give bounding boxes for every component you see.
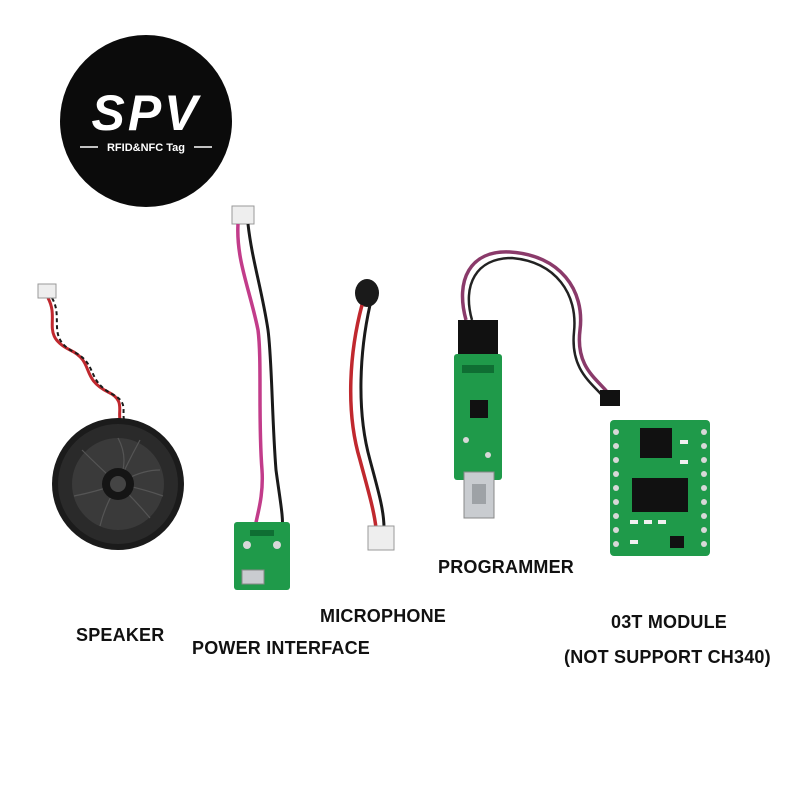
module-label-line1: 03T MODULE <box>611 612 728 632</box>
speaker-image <box>37 283 184 550</box>
03t-module-image <box>610 420 710 556</box>
microphone-label: MICROPHONE <box>320 606 447 626</box>
programmer-label: PROGRAMMER <box>438 557 574 577</box>
power-interface-label: POWER INTERFACE <box>192 638 371 658</box>
programmer-image <box>454 250 620 519</box>
logo-brand-text: SPV <box>91 85 201 141</box>
module-label-line2: (NOT SUPPORT CH340) <box>564 647 771 667</box>
logo-tagline-text: RFID&NFC Tag <box>107 142 185 154</box>
power-interface-image <box>231 205 290 590</box>
speaker-label: SPEAKER <box>76 625 165 645</box>
spv-logo: SPV RFID&NFC Tag <box>60 35 232 207</box>
microphone-image <box>348 279 395 551</box>
